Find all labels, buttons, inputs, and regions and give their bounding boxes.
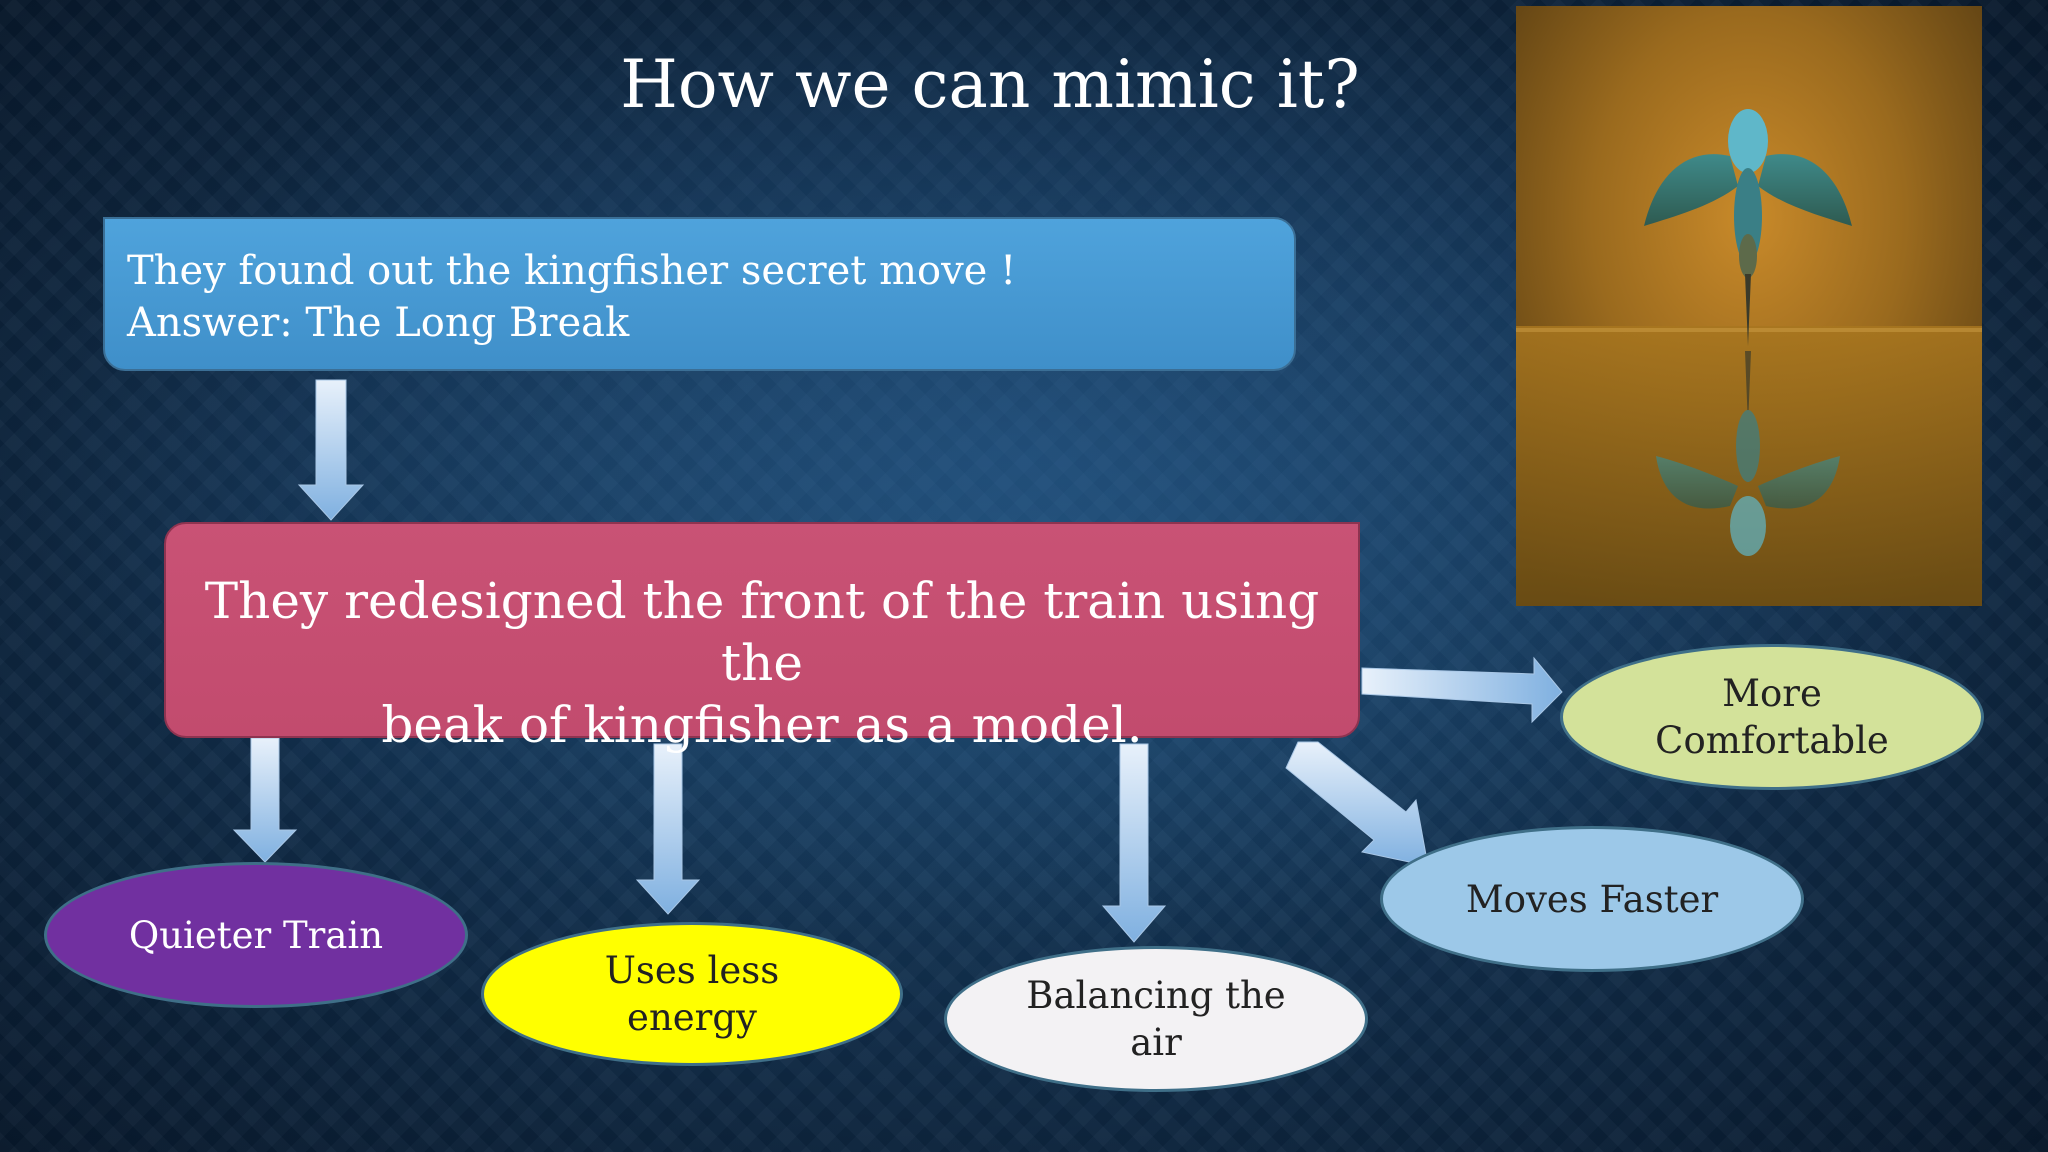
discovery-line-2: Answer: The Long Break [127, 300, 630, 346]
discovery-box: They found out the kingfisher secret mov… [103, 217, 1296, 371]
arrow-to-energy [635, 743, 701, 915]
arrow-discovery-to-redesign [297, 379, 365, 521]
benefit-balancing-the-air: Balancing the air [944, 946, 1368, 1092]
benefit-more-comfortable: More Comfortable [1560, 644, 1984, 790]
benefit-faster-label: Moves Faster [1465, 877, 1719, 921]
arrow-to-faster [1285, 741, 1429, 867]
benefit-balance-line-2: air [1130, 1021, 1182, 1064]
arrow-to-quieter [232, 737, 298, 863]
kingfisher-bird-icon [1644, 109, 1852, 346]
benefit-balance-line-1: Balancing the [1026, 974, 1286, 1017]
benefit-energy-line-1: Uses less [604, 949, 780, 992]
benefit-comfort-line-2: Comfortable [1655, 719, 1889, 762]
discovery-line-1: They found out the kingfisher secret mov… [127, 248, 1017, 294]
kingfisher-reflection-icon [1656, 351, 1840, 556]
arrow-to-balance [1101, 743, 1167, 943]
benefit-quieter-label: Quieter Train [128, 913, 384, 957]
benefit-moves-faster: Moves Faster [1380, 826, 1804, 972]
benefit-uses-less-energy: Uses less energy [481, 922, 903, 1066]
benefit-energy-line-2: energy [627, 996, 757, 1039]
redesign-box: They redesigned the front of the train u… [164, 522, 1360, 754]
benefit-comfort-line-1: More [1722, 672, 1822, 715]
slide-title: How we can mimic it? [620, 46, 1360, 123]
redesign-line-1: They redesigned the front of the train u… [204, 572, 1320, 692]
benefit-quieter-train: Quieter Train [44, 862, 468, 1008]
redesign-line-2: beak of kingfisher as a model. [381, 696, 1143, 754]
kingfisher-photo [1516, 6, 1982, 606]
arrow-to-comfort [1361, 656, 1563, 724]
